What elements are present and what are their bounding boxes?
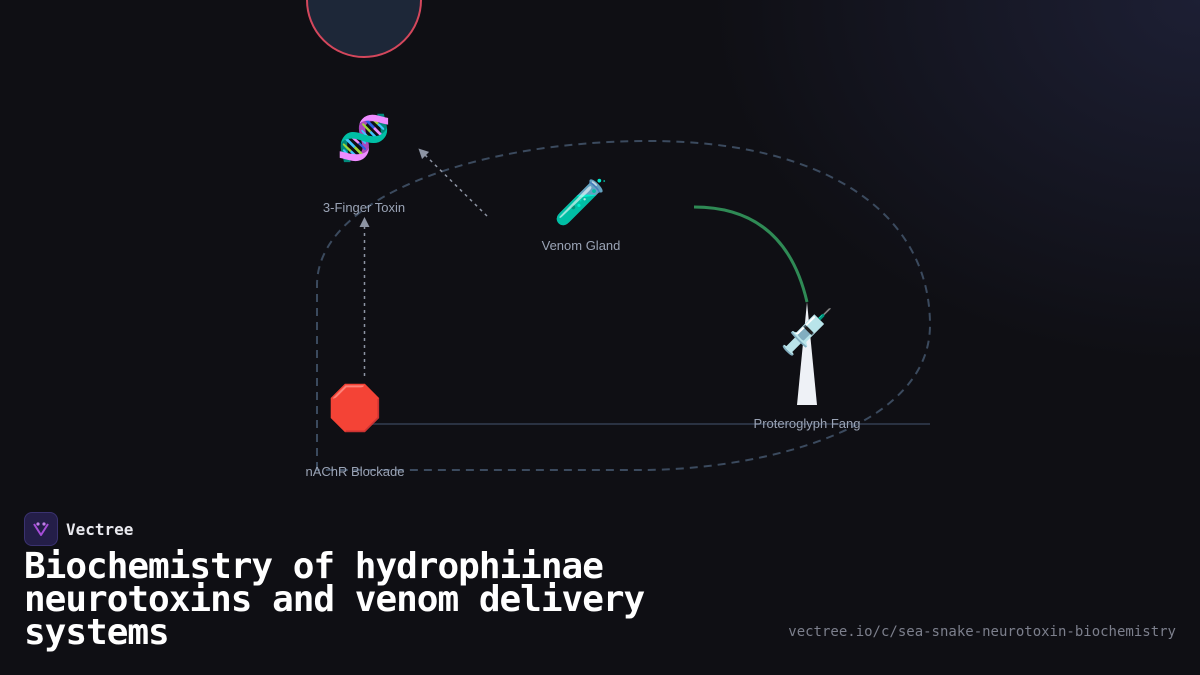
stop-sign-icon: 🛑 [327,383,383,434]
node-label-3-finger-toxin: 3-Finger Toxin [322,200,406,215]
top-circle-node [306,0,422,58]
fang-shape [797,302,817,405]
node-label-venom-gland: Venom Gland [541,238,621,253]
syringe-icon: 💉 [779,307,835,358]
brand-name: Vectree [66,519,134,539]
test-tube-icon: 🧪 [553,177,609,228]
node-label-nachr-blockade: nAChR Blockade [305,464,405,479]
dna-icon: 🧬 [336,113,392,164]
page-url[interactable]: vectree.io/c/sea-snake-neurotoxin-bioche… [788,624,1176,640]
brand[interactable]: Vectree [24,512,133,546]
node-label-proteroglyph-fang: Proteroglyph Fang [753,416,861,431]
page-title: Biochemistry of hydrophiinae neurotoxins… [24,546,645,653]
vectree-logo-icon [24,512,58,546]
edge-gland-to-fang [693,205,809,303]
arrow-to-toxin-diagonal [418,148,488,217]
